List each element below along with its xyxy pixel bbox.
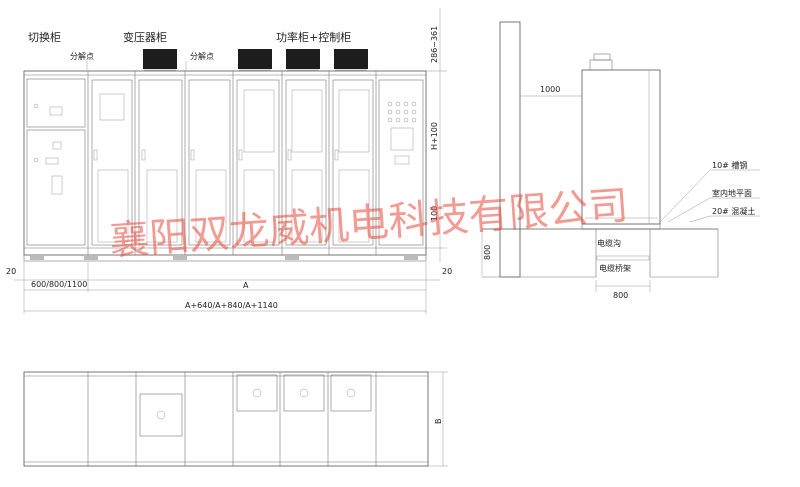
note-steel-channel: 10# 槽钢 <box>712 160 747 170</box>
top-view: B <box>23 371 448 467</box>
fan-unit <box>286 49 320 69</box>
dim-edge-right: 20 <box>442 267 452 276</box>
cabinet-separators <box>87 71 377 255</box>
dim-base: 100 <box>430 206 439 221</box>
dim-side-offset: 1000 <box>540 85 560 94</box>
dim-top-clearance: 286~361 <box>430 26 439 63</box>
note-cable-trench: 电缆沟 <box>597 238 621 248</box>
note-concrete: 20# 混凝土 <box>712 206 755 216</box>
front-elevation: 切换柜 变压器柜 功率柜+控制柜 分解点 分解点 <box>6 8 452 314</box>
dim-overall: A+640/A+840/A+1140 <box>185 301 278 310</box>
switch-cabinet-title: 切换柜 <box>28 30 61 44</box>
fan-unit <box>143 49 177 69</box>
dim-cabinet-width: 600/800/1100 <box>31 280 87 289</box>
fan-unit <box>238 49 272 69</box>
power-cabinets <box>236 79 374 246</box>
dim-height: H+100 <box>430 122 439 150</box>
transformer-cabinets <box>91 79 231 246</box>
switch-cabinet <box>26 78 86 246</box>
dim-edge-left: 20 <box>6 267 16 276</box>
side-view: 1000 电缆沟 电缆桥架 800 800 10# 槽钢 室内地平面 20 <box>481 21 760 300</box>
control-cabinet <box>378 79 424 246</box>
note-floor-level: 室内地平面 <box>712 188 752 198</box>
power-control-cabinet-title: 功率柜+控制柜 <box>276 30 351 44</box>
note-cable-tray: 电缆桥架 <box>599 263 631 273</box>
fan-unit <box>334 49 368 69</box>
dim-trench-width: 800 <box>613 291 628 300</box>
dim-total-a: A <box>243 281 249 290</box>
dim-depth-b: B <box>434 419 443 425</box>
dim-trench-height: 800 <box>483 245 492 260</box>
split-point-label-2: 分解点 <box>190 51 214 61</box>
transformer-cabinet-title: 变压器柜 <box>123 30 167 44</box>
split-point-label-1: 分解点 <box>70 51 94 61</box>
